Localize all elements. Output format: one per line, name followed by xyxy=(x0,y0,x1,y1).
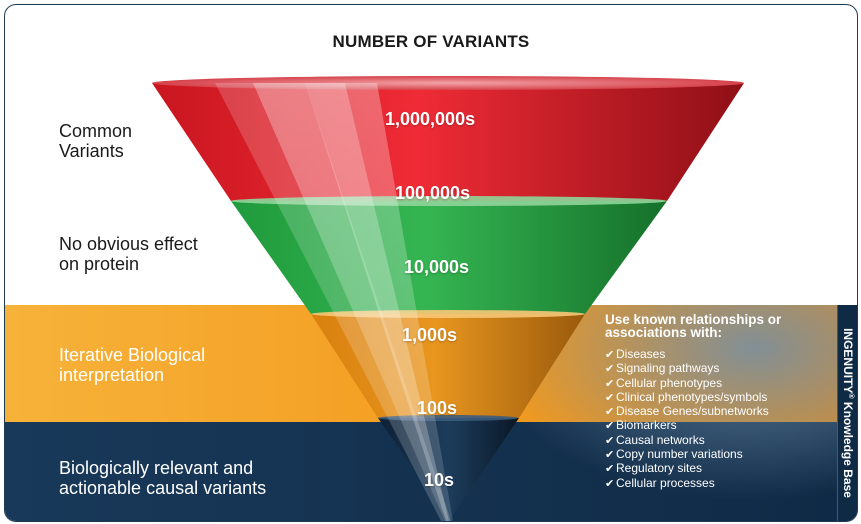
checkmark-icon: ✔ xyxy=(605,363,615,376)
list-item-label: Copy number variations xyxy=(616,447,743,462)
brand-sidebar: INGENUITY® Knowledge Base xyxy=(837,305,857,521)
brand-name: INGENUITY xyxy=(841,328,855,394)
stage-label-common-variants: Common Variants xyxy=(59,121,132,161)
count-label: 1,000s xyxy=(402,325,458,345)
brand-label: INGENUITY® Knowledge Base xyxy=(841,328,855,498)
list-item-label: Regulatory sites xyxy=(616,461,703,476)
list-item-label: Causal networks xyxy=(616,432,705,447)
brand-suffix: Knowledge Base xyxy=(841,398,855,498)
list-item: ✔Cellular phenotypes xyxy=(605,375,840,391)
checkmark-icon: ✔ xyxy=(605,434,615,447)
stage-label-line: Variants xyxy=(59,141,124,161)
diagram-title: NUMBER OF VARIANTS xyxy=(332,32,530,51)
list-item-label: Clinical phenotypes/symbols xyxy=(616,389,768,404)
list-item-label: Cellular phenotypes xyxy=(616,375,723,390)
list-item-label: Cellular processes xyxy=(616,475,715,490)
funnel-shine-beam xyxy=(215,83,451,521)
list-item: ✔Regulatory sites xyxy=(605,462,840,476)
checkmark-icon: ✔ xyxy=(605,477,615,490)
count-label: 100s xyxy=(417,398,458,418)
panel-heading-line: associations with: xyxy=(605,325,723,340)
count-label: 10,000s xyxy=(404,257,470,277)
stage-label-line: Iterative Biological xyxy=(59,345,206,365)
stage-label-line: Common xyxy=(59,121,133,141)
checkmark-icon: ✔ xyxy=(605,406,615,419)
stage-label-iterative-interpretation: Iterative Biological interpretation xyxy=(59,345,205,385)
variant-funnel xyxy=(152,76,837,521)
list-item: ✔Clinical phenotypes/symbols xyxy=(605,389,840,405)
checkmark-icon: ✔ xyxy=(605,420,615,433)
stage-label-line: No obvious effect xyxy=(59,234,198,254)
count-label: 1,000,000s xyxy=(385,109,476,129)
list-item-label: Diseases xyxy=(616,347,666,361)
knowledge-panel: Use known relationships or associations … xyxy=(605,313,840,491)
stage-label-no-obvious-effect: No obvious effect on protein xyxy=(59,234,198,274)
count-label: 10s xyxy=(424,470,455,490)
panel-heading: Use known relationships or associations … xyxy=(605,312,840,340)
checkmark-icon: ✔ xyxy=(605,349,615,361)
stage-label-causal-variants: Biologically relevant and actionable cau… xyxy=(59,458,266,498)
checkmark-icon: ✔ xyxy=(605,449,615,462)
checkmark-icon: ✔ xyxy=(605,377,615,390)
stage-label-line: on protein xyxy=(59,254,140,274)
list-item: ✔Disease Genes/subnetworks xyxy=(605,405,840,419)
stage-label-line: actionable causal variants xyxy=(59,478,267,498)
stage-label-line: Biologically relevant and xyxy=(59,458,254,478)
funnel-shine-beam xyxy=(253,83,453,521)
list-item: ✔Signaling pathways xyxy=(605,362,840,376)
list-item: ✔Diseases xyxy=(605,347,840,362)
list-item-label: Signaling pathways xyxy=(616,361,720,376)
list-item-label: Biomarkers xyxy=(616,418,677,433)
list-item: ✔Biomarkers xyxy=(605,419,840,433)
list-item-label: Disease Genes/subnetworks xyxy=(616,404,769,419)
stage-label-line: interpretation xyxy=(59,365,165,385)
checkmark-icon: ✔ xyxy=(605,391,615,404)
list-item: ✔Cellular processes xyxy=(605,475,840,491)
list-item: ✔Causal networks xyxy=(605,432,840,448)
diagram-frame: NUMBER OF VARIANTS Common Variants No ob… xyxy=(4,4,858,522)
count-label: 100,000s xyxy=(395,183,471,203)
relationship-list: ✔Diseases ✔Signaling pathways ✔Cellular … xyxy=(605,347,840,491)
checkmark-icon: ✔ xyxy=(605,463,615,476)
panel-heading-line: Use known relationships or xyxy=(605,312,782,327)
funnel-shine-beam xyxy=(305,83,449,521)
list-item: ✔Copy number variations xyxy=(605,447,840,462)
